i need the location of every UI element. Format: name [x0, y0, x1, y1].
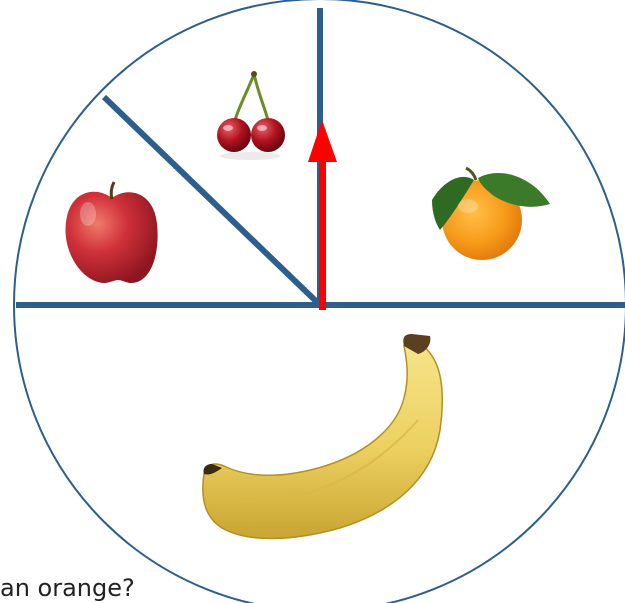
- question-text: an orange?: [0, 574, 135, 602]
- apple-icon: [65, 182, 157, 283]
